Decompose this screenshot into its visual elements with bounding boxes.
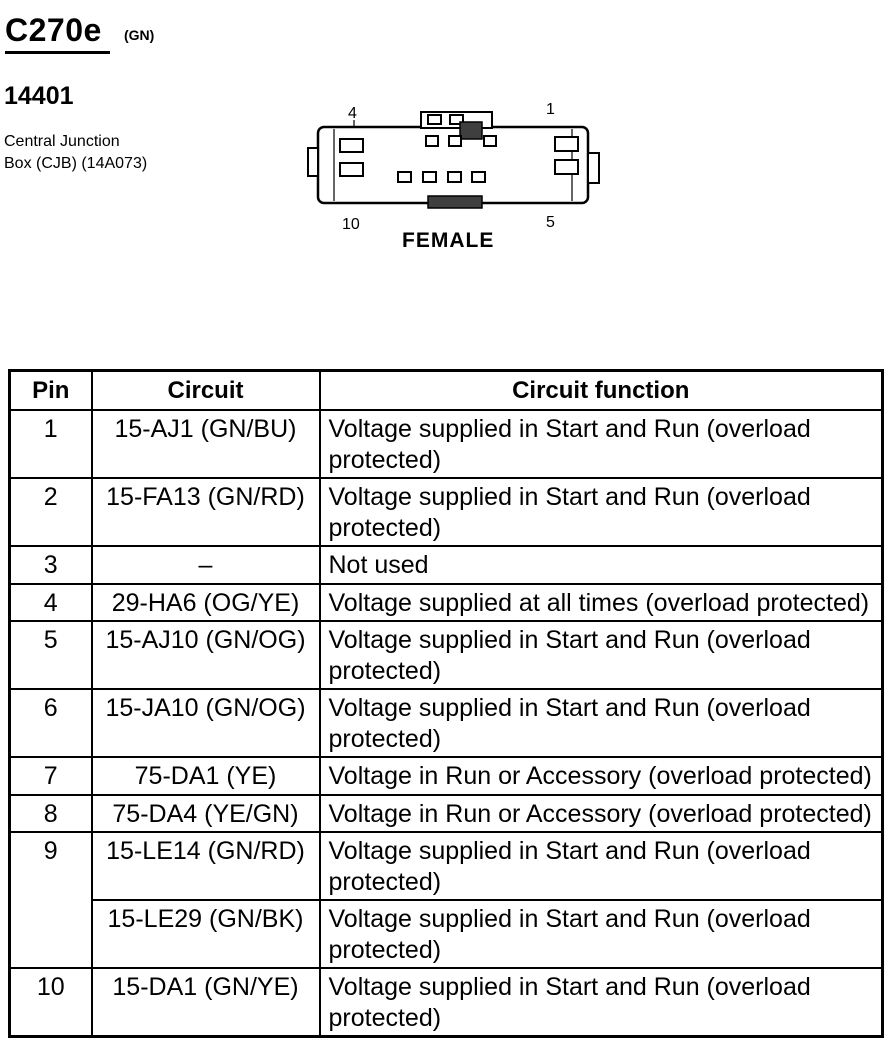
table-row-pin-1: 1 15-AJ1 (GN/BU) Voltage supplied in Sta…	[8, 409, 884, 480]
circuit-cell: 75-DA1 (YE)	[90, 756, 321, 796]
circuit-cell: 15-FA13 (GN/RD)	[90, 477, 321, 548]
pin-label-top-left: 4	[348, 105, 357, 122]
column-header-circuit: Circuit	[90, 369, 321, 412]
pin-label-bottom-right: 5	[546, 214, 555, 231]
pin-cell: 7	[8, 756, 93, 796]
pin-cell: 2	[8, 477, 93, 548]
pin-cell: 5	[8, 620, 93, 691]
table-row-pin-4: 4 29-HA6 (OG/YE) Voltage supplied at all…	[8, 582, 884, 623]
connector-bottom-key	[427, 195, 483, 209]
table-row-pin-8: 8 75-DA4 (YE/GN) Voltage in Run or Acces…	[8, 793, 884, 834]
function-cell: Voltage in Run or Accessory (overload pr…	[318, 793, 884, 834]
circuit-cell: 15-JA10 (GN/OG)	[90, 688, 321, 759]
function-cell: Voltage supplied in Start and Run (overl…	[318, 409, 884, 480]
connector-color-code: (GN)	[124, 27, 155, 43]
function-cell: Not used	[318, 545, 884, 585]
connector-code-title: C270e	[5, 12, 110, 54]
circuit-cell: –	[90, 545, 321, 585]
circuit-cell: 15-DA1 (GN/YE)	[90, 967, 321, 1038]
connector-diagram: 4 1 10 5 FEMALE	[300, 95, 610, 262]
function-cell: Voltage supplied in Start and Run (overl…	[318, 620, 884, 691]
pin-cell: 4	[8, 582, 93, 623]
table-row-pin-10: 10 15-DA1 (GN/YE) Voltage supplied in St…	[8, 967, 884, 1038]
table-row-pin-5: 5 15-AJ10 (GN/OG) Voltage supplied in St…	[8, 620, 884, 691]
table-row-pin-3: 3 – Not used	[8, 545, 884, 585]
pinout-table: Pin Circuit Circuit function 1 15-AJ1 (G…	[8, 369, 884, 1038]
connector-drawing: 4 1 10 5 FEMALE	[307, 101, 600, 252]
component-name-line2: Box (CJB) (14A073)	[4, 155, 148, 173]
column-header-function: Circuit function	[318, 369, 884, 412]
pin-cell: 9	[8, 831, 93, 970]
connector-latch	[420, 111, 493, 140]
column-header-pin: Pin	[8, 369, 93, 412]
pin-cell: 8	[8, 793, 93, 834]
circuit-cell: 15-AJ1 (GN/BU)	[90, 409, 321, 480]
connector-side-tab-left	[307, 147, 319, 177]
function-cell: Voltage supplied at all times (overload …	[318, 582, 884, 623]
table-row-pin-6: 6 15-JA10 (GN/OG) Voltage supplied in St…	[8, 688, 884, 759]
table-header-row: Pin Circuit Circuit function	[8, 369, 884, 412]
component-name-line1: Central Junction	[4, 133, 120, 150]
pin-cell: 3	[8, 545, 93, 585]
pin-cell: 10	[8, 967, 93, 1038]
function-cell: Voltage supplied in Start and Run (overl…	[318, 688, 884, 759]
connector-gender-label: FEMALE	[402, 229, 494, 252]
table-row-pin-9b: 15-LE29 (GN/BK) Voltage supplied in Star…	[10, 899, 884, 970]
circuit-cell: 15-LE29 (GN/BK)	[90, 899, 321, 970]
connector-latch-key	[459, 121, 483, 140]
function-cell: Voltage supplied in Start and Run (overl…	[318, 967, 884, 1038]
connector-pin-cavities	[339, 135, 579, 183]
table-row-pin-9a: 9 15-LE14 (GN/RD) Voltage supplied in St…	[8, 831, 884, 970]
pin-label-bottom-left: 10	[342, 216, 360, 233]
pin-cell: 1	[8, 409, 93, 480]
function-cell: Voltage supplied in Start and Run (overl…	[318, 477, 884, 548]
function-cell: Voltage supplied in Start and Run (overl…	[318, 899, 884, 970]
circuit-cell: 15-AJ10 (GN/OG)	[90, 620, 321, 691]
function-cell: Voltage in Run or Accessory (overload pr…	[318, 756, 884, 796]
component-name: Central Junction Box (CJB) (14A073)	[4, 131, 147, 176]
pinout-table-container: Pin Circuit Circuit function 1 15-AJ1 (G…	[8, 369, 884, 1038]
function-cell: Voltage supplied in Start and Run (overl…	[318, 831, 884, 902]
circuit-cell: 75-DA4 (YE/GN)	[90, 793, 321, 834]
table-row-pin-7: 7 75-DA1 (YE) Voltage in Run or Accessor…	[8, 756, 884, 796]
pin-cell: 6	[8, 688, 93, 759]
pin-label-top-right: 1	[546, 101, 555, 118]
circuit-cell: 15-LE14 (GN/RD)	[90, 831, 321, 902]
connector-side-tab-right	[587, 152, 600, 184]
part-number: 14401	[4, 82, 74, 110]
circuit-cell: 29-HA6 (OG/YE)	[90, 582, 321, 623]
table-row-pin-2: 2 15-FA13 (GN/RD) Voltage supplied in St…	[8, 477, 884, 548]
